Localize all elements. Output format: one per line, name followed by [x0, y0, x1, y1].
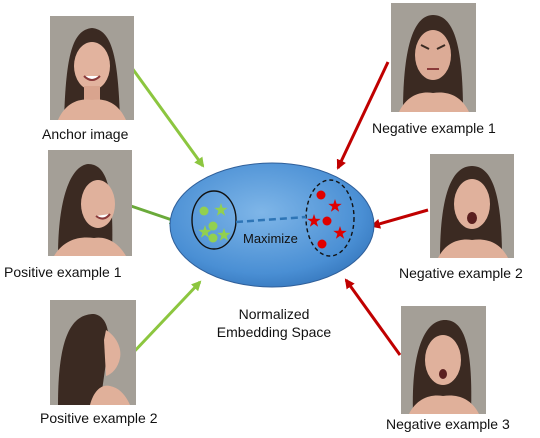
positive-point [208, 233, 218, 243]
maximize-label: Maximize [243, 231, 298, 246]
negative-star [333, 226, 347, 239]
negative-example-2-caption: Negative example 2 [399, 265, 523, 281]
positive-example-2-image [50, 300, 136, 405]
negative-2-arrow [370, 208, 429, 229]
anchor-arrow [130, 67, 205, 168]
negative-point [316, 190, 326, 200]
positive-star [198, 225, 212, 238]
negative-3-arrow [344, 278, 402, 356]
positive-point [208, 221, 218, 231]
positive-example-1-image [48, 150, 132, 256]
positive-star [214, 203, 228, 216]
positive-example-2-caption: Positive example 2 [40, 410, 158, 426]
negative-star [328, 199, 342, 212]
negative-example-3-caption: Negative example 3 [386, 416, 510, 432]
positive-cluster-boundary [191, 190, 237, 250]
embedding-space-ellipse [169, 162, 375, 288]
negative-point [317, 239, 327, 249]
positive-1-arrow [127, 203, 180, 225]
positive-2-arrow [128, 280, 202, 358]
embedding-label-line-1: Normalized [238, 306, 310, 322]
negative-point [322, 216, 332, 226]
positive-point [199, 206, 209, 216]
negative-example-3-image [401, 306, 486, 414]
embedding-space-label: Normalized Embedding Space [215, 305, 333, 341]
negative-star [307, 214, 321, 227]
maximize-distance-link [235, 215, 307, 224]
negative-example-1-caption: Negative example 1 [372, 120, 496, 136]
negative-example-1-image [391, 3, 476, 112]
embedding-label-line-2: Embedding Space [216, 324, 332, 340]
negative-1-arrow [336, 61, 390, 170]
positive-example-1-caption: Positive example 1 [4, 264, 122, 280]
anchor-image [50, 16, 134, 120]
anchor-image-caption: Anchor image [42, 126, 129, 142]
positive-star [217, 228, 231, 241]
negative-example-2-image [430, 154, 514, 258]
